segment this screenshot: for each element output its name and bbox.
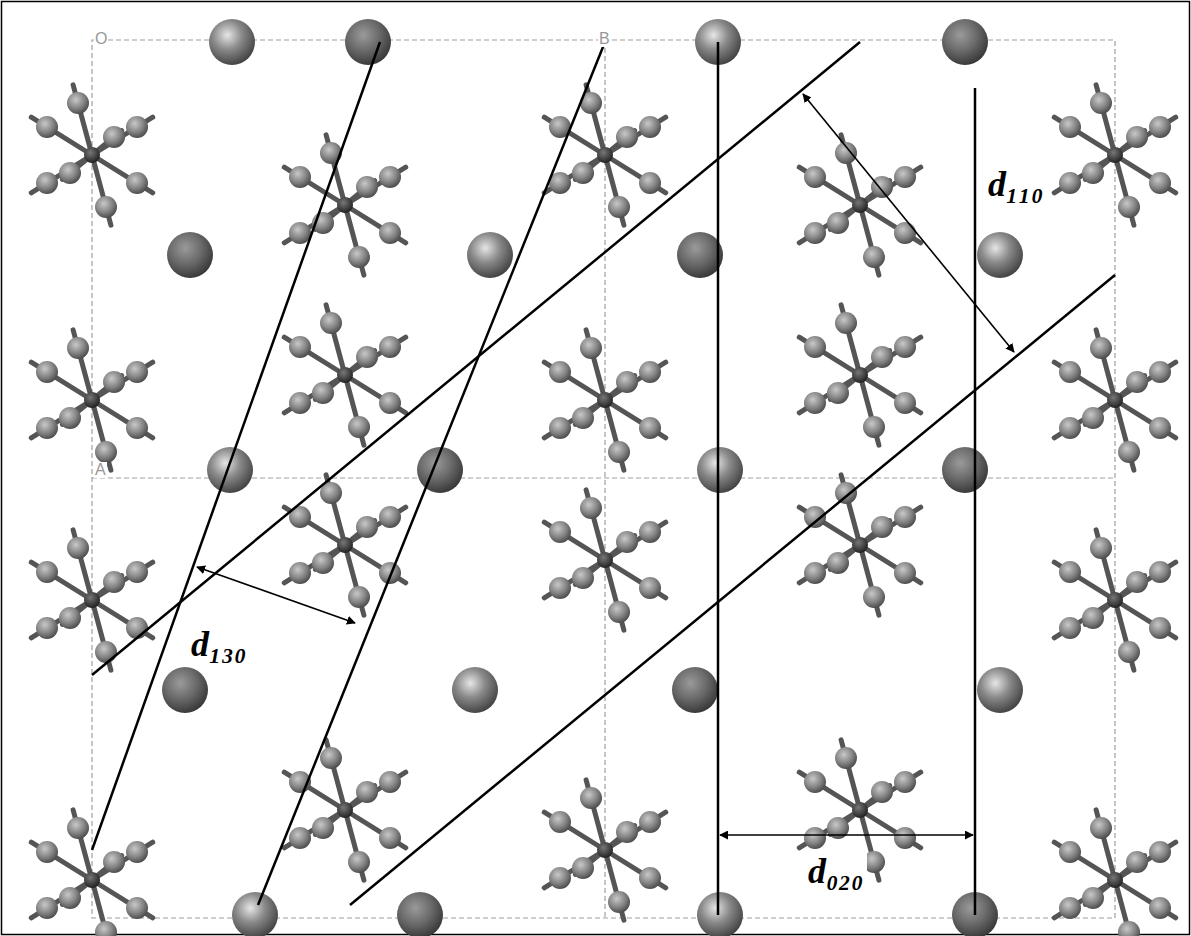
cation [452,667,498,713]
octahedron [1054,85,1176,225]
axis-label: B [598,31,611,47]
cation [467,232,513,278]
cation [232,892,278,936]
cation [977,232,1023,278]
cation [942,19,988,65]
lattice-planes [92,42,1115,915]
octahedron [799,475,921,615]
octahedron [284,305,406,445]
cation [672,667,718,713]
cation [209,19,255,65]
octahedron [284,740,406,880]
cation [162,667,208,713]
axis-label: A [94,462,107,478]
octahedron [31,85,153,225]
cation [167,232,213,278]
octahedron [1054,530,1176,670]
cation [942,447,988,493]
octahedron [284,475,406,615]
octahedron [31,530,153,670]
atoms [31,19,1176,936]
cation [697,892,743,936]
axis-label: O [94,31,108,47]
octahedron [544,330,666,470]
spacing-label: d₁₁₀ [985,165,1047,203]
octahedron [799,305,921,445]
spacing-arrows [197,94,1014,835]
cation [207,447,253,493]
octahedron [544,490,666,630]
octahedron [1054,330,1176,470]
octahedron [544,85,666,225]
unit-cell-grid [92,40,1115,918]
cation [345,19,391,65]
cation [977,667,1023,713]
octahedron [1054,810,1176,936]
cation [677,232,723,278]
octahedron [31,330,153,470]
cation [397,892,443,936]
octahedron [544,780,666,920]
octahedron [31,810,153,936]
spacing-label: d₀₂₀ [805,852,867,890]
spacing-label: d₁₃₀ [188,625,250,663]
octahedron [799,135,921,275]
octahedron [284,135,406,275]
cation [697,447,743,493]
